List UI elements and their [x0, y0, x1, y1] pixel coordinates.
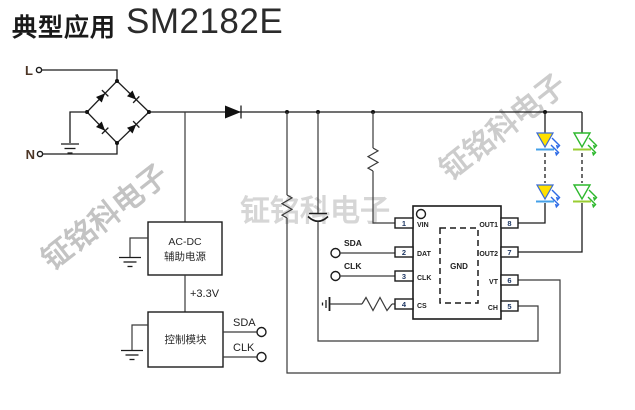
aux-supply-block	[147, 221, 223, 276]
bridge-diamond	[86, 80, 150, 144]
control-ground-wire	[131, 324, 148, 350]
pin-number: 1	[402, 219, 406, 228]
ic-body	[412, 205, 502, 320]
pin-box-1	[394, 217, 414, 229]
green-led-icon	[572, 184, 598, 209]
bus-clk-node	[330, 270, 341, 282]
control-sda-label: SDA	[233, 317, 256, 329]
bus-inputs: SDA CLK	[330, 238, 395, 282]
aux-supply-line2: 辅助电源	[164, 250, 206, 263]
out1-wire	[518, 203, 546, 224]
ground-icon	[61, 143, 79, 154]
bridge-diode-2-icon	[126, 90, 140, 104]
control-clk-label: CLK	[233, 342, 255, 354]
pin-name: CS	[417, 303, 427, 310]
vt-return-wire	[286, 218, 561, 374]
bridge-diode-1-icon	[95, 89, 109, 103]
live-terminal-label: L	[25, 63, 33, 78]
capacitor-icon	[307, 212, 329, 223]
pin-box-7	[500, 246, 519, 258]
control-module-label: 控制模块	[165, 333, 207, 346]
dc-rail	[149, 105, 582, 119]
control-module-block	[147, 311, 224, 368]
led-output-wiring	[518, 112, 583, 253]
pin-name: DAT	[417, 251, 432, 258]
rectifier-diode-icon	[225, 105, 242, 119]
resistor-icon	[361, 296, 393, 312]
pin-number: 5	[507, 302, 511, 311]
pin-box-8	[500, 217, 519, 229]
pin-number: 8	[507, 219, 511, 228]
pin-number: 2	[402, 248, 406, 257]
vt-resistor-branch	[280, 112, 561, 374]
green-led-string	[572, 132, 598, 209]
ch-capacitor-branch	[307, 112, 539, 342]
pin1-marker-icon	[415, 208, 427, 220]
pin-name: VT	[489, 279, 499, 286]
vin-resistor-branch	[366, 112, 395, 224]
ic-sm2182e: GND 1 2 3 4 VIN DAT CLK CS 8 7 6 5 OUT1 …	[394, 205, 519, 320]
green-led-icon	[572, 132, 598, 157]
aux-supply-line1: AC-DC	[168, 236, 202, 248]
pin-number: 7	[507, 248, 511, 257]
pin-name: OUT2	[479, 251, 498, 258]
page-title: 典型应用	[12, 14, 117, 42]
aux-ground-wire	[129, 237, 148, 257]
ground-icon	[321, 297, 331, 311]
neutral-wire	[43, 143, 118, 155]
pin-name: CH	[488, 305, 498, 312]
part-number-title: SM2182E	[126, 2, 284, 41]
control-sda-node	[256, 326, 267, 338]
pin-name: OUT1	[479, 222, 498, 229]
yellow-led-string	[535, 132, 561, 209]
live-wire	[42, 69, 118, 81]
ch-return-wire	[317, 221, 539, 342]
bridge-diode-4-icon	[126, 120, 140, 134]
vin-wire	[372, 171, 395, 224]
ground-icon	[121, 349, 143, 361]
yellow-led-icon	[535, 184, 561, 209]
bus-sda-label: SDA	[344, 238, 362, 248]
bridge-ground-wire	[69, 111, 87, 143]
pin-box-3	[394, 270, 414, 282]
pin-box-5	[500, 300, 519, 312]
resistor-icon	[366, 147, 380, 172]
ic-gnd-pad	[439, 227, 479, 304]
pin-name: VIN	[417, 222, 429, 229]
cs-branch	[321, 296, 395, 312]
pin-box-6	[500, 274, 519, 286]
live-terminal-node	[35, 66, 43, 74]
out2-wire	[518, 203, 583, 253]
pin-number: 3	[402, 272, 406, 281]
pin-number: 4	[402, 300, 407, 309]
pin-number: 6	[507, 276, 511, 285]
bus-clk-label: CLK	[344, 261, 362, 271]
yellow-led-icon	[535, 132, 561, 157]
ic-gnd-label: GND	[450, 262, 468, 271]
pin-box-4	[394, 298, 414, 310]
aux-supply-branch: AC-DC 辅助电源 +3.3V 控制模块 SDA CLK	[119, 112, 267, 368]
control-clk-node	[256, 351, 267, 363]
bridge-diode-3-icon	[95, 121, 109, 135]
ac-input-terminals: L N	[25, 63, 118, 162]
pin-name: CLK	[417, 275, 431, 282]
neutral-terminal-label: N	[26, 147, 35, 162]
ground-icon	[119, 256, 141, 268]
neutral-terminal-node	[36, 150, 44, 158]
resistor-icon	[280, 194, 294, 219]
pin-box-2	[394, 246, 414, 258]
rail-voltage-label: +3.3V	[190, 288, 220, 300]
bridge-rectifier	[61, 79, 151, 154]
bus-sda-node	[330, 247, 341, 259]
